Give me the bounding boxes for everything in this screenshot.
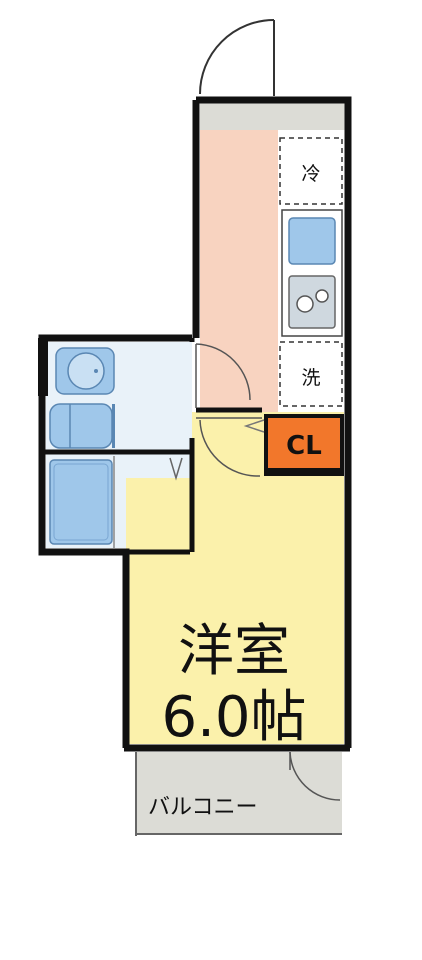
balcony-label: バルコニー <box>148 795 258 820</box>
sink-icon <box>288 217 336 265</box>
room-name-label: 洋室 <box>178 619 290 684</box>
entrance-floor <box>200 102 345 130</box>
burner-icon <box>315 289 329 303</box>
bath-wall-block <box>38 338 48 396</box>
washer-space: 洗 <box>279 341 343 407</box>
toilet-icon <box>55 347 115 395</box>
inner-walls <box>42 338 262 555</box>
balcony-floor <box>136 752 342 834</box>
washbasin-icon <box>49 403 113 449</box>
bath-partition <box>112 404 115 448</box>
washer-label: 洗 <box>301 367 320 389</box>
room-size-label: 6.0帖 <box>161 685 306 750</box>
closet-label: CL <box>286 431 322 461</box>
room-door <box>196 417 262 477</box>
washroom-door <box>195 343 251 408</box>
entrance-door <box>199 19 275 96</box>
closet: CL <box>243 414 344 476</box>
burner-icon <box>296 295 314 313</box>
fridge-label: 冷 <box>301 163 320 185</box>
kitchen-counter <box>281 209 343 337</box>
balcony: バルコニー <box>135 751 342 836</box>
walls <box>38 96 352 752</box>
bathtub-icon <box>49 459 113 545</box>
room-floor <box>126 478 344 744</box>
bath-door-mark <box>169 457 183 481</box>
fridge-space: 冷 <box>279 137 343 205</box>
kitchen-floor <box>200 130 278 412</box>
